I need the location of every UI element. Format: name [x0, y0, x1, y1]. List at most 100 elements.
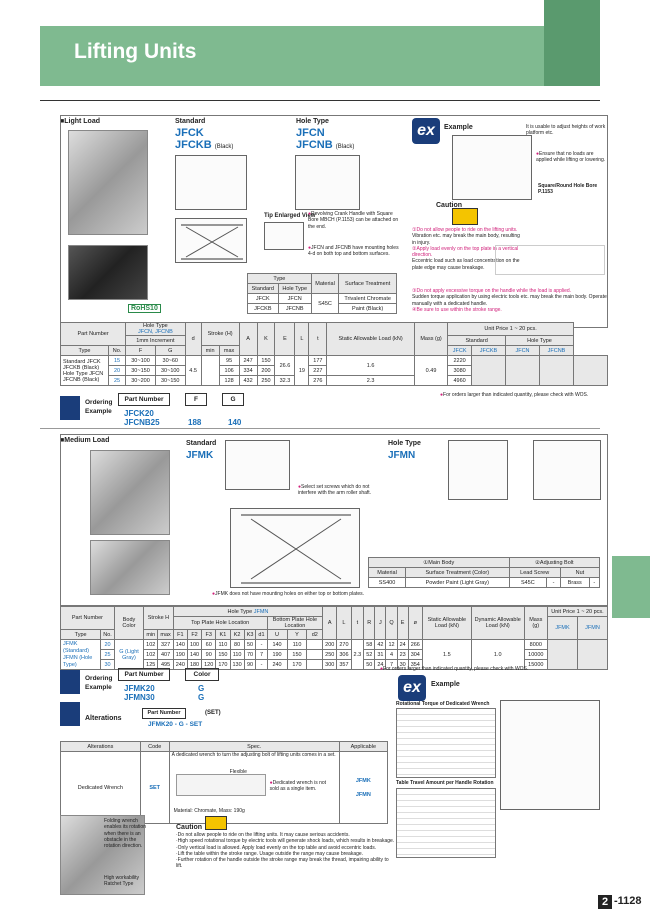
cell: 20 [107, 365, 127, 376]
cell: 180 [186, 659, 203, 670]
th: R [363, 606, 376, 640]
hole-note: ●JFCN and JFCNB have mounting holes 4-d … [308, 245, 399, 258]
th: t [308, 322, 328, 356]
m-order-pn: Part Number [118, 668, 170, 681]
cell: 177 [308, 355, 328, 366]
cell: 190 [172, 649, 188, 660]
ordering-label: Ordering Example [85, 399, 113, 415]
cell: 1.6 [326, 355, 415, 376]
m-caution-title: Caution [176, 824, 203, 831]
cell: 300 [322, 659, 338, 670]
order-ex-f: 188 [188, 418, 202, 427]
torque-table [396, 708, 496, 778]
m-example-badge: ex [398, 675, 426, 701]
cell: 19 [294, 355, 310, 386]
th: Static Allowable Load (kN) [326, 322, 415, 356]
cell: Dedicated Wrench [60, 751, 141, 824]
cell: 110 [286, 639, 308, 650]
alter-code: (SET) [205, 710, 221, 716]
cell: SS400 [367, 577, 407, 588]
example-note1: It is usable to adjust heights of work p… [526, 124, 606, 137]
light-header: ■Light Load [60, 118, 101, 125]
cell: 247 [238, 355, 258, 366]
cell: 110 [215, 639, 231, 650]
travel-table [396, 788, 496, 858]
th: JFCKB [471, 345, 506, 356]
cell: - [255, 639, 268, 650]
th-surf: Surface Treatment [338, 273, 397, 294]
cell: 3080 [447, 365, 472, 376]
cell: 357 [336, 659, 352, 670]
m-view-z [533, 440, 601, 500]
divider [40, 100, 600, 101]
cell: 140 [266, 639, 288, 650]
warning-icon [452, 208, 478, 225]
tip-drawing [264, 222, 304, 250]
th: Mass (g) [413, 322, 449, 356]
th: Spec. [168, 741, 340, 752]
wrench-photo [60, 815, 145, 895]
th: Code [139, 741, 170, 752]
cell: 52 [363, 649, 376, 660]
th: U [266, 629, 288, 640]
th: d [184, 322, 202, 356]
th: F3 [201, 629, 217, 640]
th: K3 [243, 629, 257, 640]
light-product-photo [68, 130, 148, 235]
cell: 102 [143, 649, 159, 660]
th: Nut [559, 567, 601, 578]
cell: 7 [255, 649, 268, 660]
cell: 25 [100, 649, 115, 660]
cell: S45C [310, 293, 340, 314]
th: L [336, 606, 352, 640]
th: min [200, 345, 220, 356]
price [505, 355, 540, 386]
cell: - [588, 577, 601, 588]
th: d1 [255, 629, 268, 640]
caution-text-a: ①Do not allow people to ride on the lift… [412, 227, 520, 271]
divider [40, 428, 600, 429]
price [577, 639, 608, 670]
th: Unit Price 1 ~ 20 pcs. [547, 606, 608, 617]
cell: JFCNB [277, 303, 312, 314]
std-top-drawing [175, 155, 247, 210]
m-order-color: Color [185, 668, 219, 681]
medium-photo-2 [90, 540, 170, 595]
cell: 20 [100, 639, 115, 650]
th: ø [407, 606, 423, 640]
th-std: Standard [247, 283, 279, 294]
th: F1 [172, 629, 188, 640]
cell: 170 [215, 659, 231, 670]
type-cell: JFMK (Standard)JFMN (Hole Type) [59, 639, 102, 670]
m-note1: ●Select set screws which do not interfer… [298, 484, 372, 497]
cell: 407 [157, 649, 174, 660]
th: K [256, 322, 276, 356]
price [547, 639, 578, 670]
cell: 140 [172, 639, 188, 650]
cell: 50 [243, 639, 257, 650]
medium-panel [60, 434, 608, 606]
hole-top-drawing [295, 155, 360, 210]
th: No. [107, 345, 127, 356]
th: Alterations [60, 741, 141, 752]
example-note3: Square/Round Hole Bore P.1153 [538, 183, 598, 196]
m-ordering-label: Ordering Example [85, 675, 113, 691]
th: Top Plate Hole Location [172, 616, 268, 630]
cell: 140 [186, 649, 203, 660]
th: Lead Screw [508, 567, 561, 578]
tip-note: ●Revolving Crank Handle with Square Bore… [308, 211, 399, 230]
medium-spec-table: Part Number Body Color Stroke H Hole Typ… [59, 606, 608, 670]
medium-header: ■Medium Load [60, 437, 110, 444]
cell: 102 [143, 639, 159, 650]
th: Body Color [113, 606, 145, 640]
cell: 128 [218, 375, 240, 386]
wrench-note2: High workability Ratchet Type [104, 875, 140, 888]
m-example-t1: Rotational Torque of Dedicated Wrench [396, 701, 490, 707]
std-side-drawing [175, 218, 247, 263]
std-label: Standard [175, 118, 206, 125]
